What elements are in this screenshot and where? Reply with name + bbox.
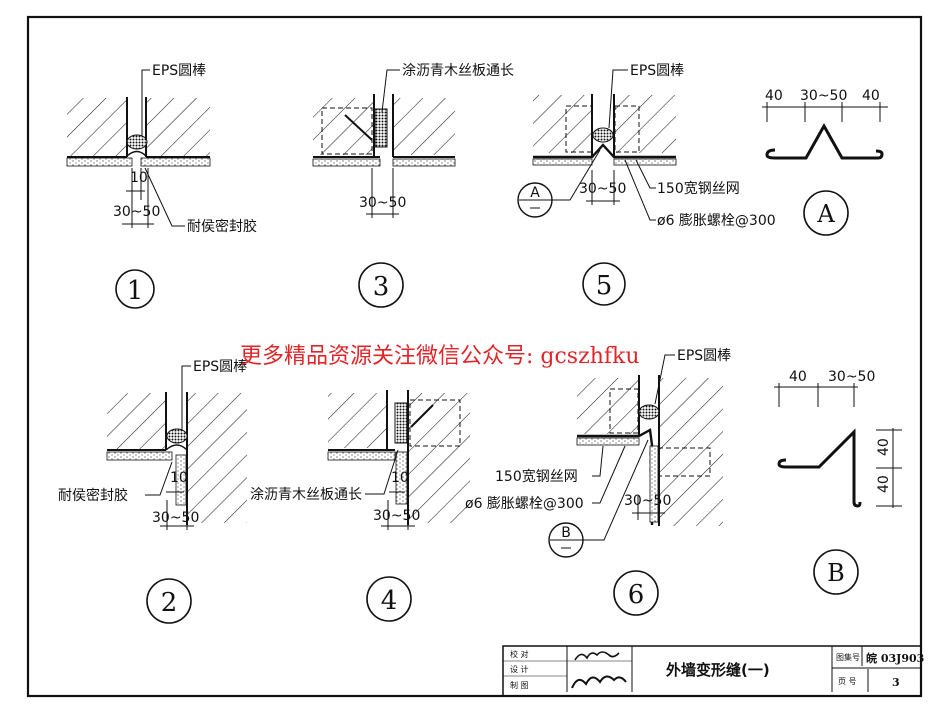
svg-text:6: 6: [628, 580, 645, 610]
svg-text:图集号: 图集号: [836, 652, 860, 662]
profile-B: 40 30~50 40 40 B: [774, 369, 902, 595]
svg-text:1: 1: [127, 276, 144, 306]
svg-text:40: 40: [862, 88, 880, 104]
svg-text:30~50: 30~50: [579, 181, 626, 197]
svg-text:30~50: 30~50: [800, 88, 847, 104]
detail-4: 10 30~50 涂沥青木丝板通长 4: [250, 390, 470, 622]
signature-designer: [571, 675, 627, 689]
svg-text:ø6 膨胀螺栓@300: ø6 膨胀螺栓@300: [465, 495, 584, 512]
svg-text:A: A: [530, 185, 540, 201]
svg-text:涂沥青木丝板通长: 涂沥青木丝板通长: [250, 487, 362, 503]
svg-text:制 图: 制 图: [510, 680, 529, 690]
page-number: 3: [892, 676, 900, 689]
svg-text:4: 4: [381, 586, 398, 616]
svg-text:涂沥青木丝板通长: 涂沥青木丝板通长: [402, 63, 514, 79]
svg-text:10: 10: [391, 470, 409, 486]
detail-5: EPS圆棒 30~50 150宽钢丝网 ø6 膨胀螺栓@300 A 5: [517, 63, 776, 306]
watermark-text: 更多精品资源关注微信公众号: gcszhfku: [240, 344, 640, 369]
svg-text:30~50: 30~50: [828, 369, 875, 385]
atlas-code: 皖 03J903: [866, 651, 924, 665]
profile-A: 40 30~50 40 A: [762, 88, 888, 236]
svg-text:EPS圆棒: EPS圆棒: [677, 348, 731, 364]
detail-1: EPS圆棒 10 30~50 耐侯密封胶 1: [66, 63, 257, 309]
svg-text:B: B: [827, 559, 845, 587]
svg-text:耐侯密封胶: 耐侯密封胶: [187, 218, 257, 235]
detail-6: EPS圆棒 150宽钢丝网 ø6 膨胀螺栓@300 30~50 B 6: [465, 348, 731, 616]
detail-2: EPS圆棒 10 30~50 耐侯密封胶 2: [58, 359, 247, 624]
svg-text:设 计: 设 计: [510, 664, 529, 674]
svg-text:2: 2: [161, 588, 178, 618]
detail-3: 涂沥青木丝板通长 30~50 3: [312, 63, 514, 308]
svg-text:5: 5: [596, 271, 613, 301]
svg-text:EPS圆棒: EPS圆棒: [152, 63, 206, 79]
svg-text:EPS圆棒: EPS圆棒: [193, 359, 247, 375]
svg-text:150宽钢丝网: 150宽钢丝网: [495, 468, 578, 485]
svg-text:10: 10: [170, 470, 188, 486]
svg-text:40: 40: [789, 369, 807, 385]
svg-text:EPS圆棒: EPS圆棒: [630, 63, 684, 79]
sheet-border: [26, 15, 923, 698]
svg-text:A: A: [816, 200, 835, 228]
svg-text:40: 40: [765, 88, 783, 104]
svg-text:40: 40: [876, 475, 892, 493]
svg-text:校 对: 校 对: [510, 649, 529, 659]
svg-text:40: 40: [876, 438, 892, 456]
svg-text:耐侯密封胶: 耐侯密封胶: [58, 487, 128, 504]
svg-text:3: 3: [373, 272, 390, 302]
svg-text:B: B: [561, 525, 571, 541]
drawing-title: 外墙变形缝(一): [665, 661, 770, 679]
signature-checker: [574, 651, 620, 661]
title-block: 校 对 设 计 制 图 外墙变形缝(一) 图集号 皖 03J903 页 号 3: [502, 645, 924, 697]
svg-text:30~50: 30~50: [359, 195, 406, 211]
svg-text:10: 10: [130, 170, 148, 186]
svg-text:150宽钢丝网: 150宽钢丝网: [657, 180, 740, 197]
svg-text:ø6 膨胀螺栓@300: ø6 膨胀螺栓@300: [657, 212, 776, 229]
svg-text:30~50: 30~50: [152, 510, 199, 526]
svg-text:页 号: 页 号: [838, 677, 857, 686]
svg-text:30~50: 30~50: [113, 204, 160, 220]
svg-text:30~50: 30~50: [373, 508, 420, 524]
svg-text:30~50: 30~50: [624, 493, 671, 509]
